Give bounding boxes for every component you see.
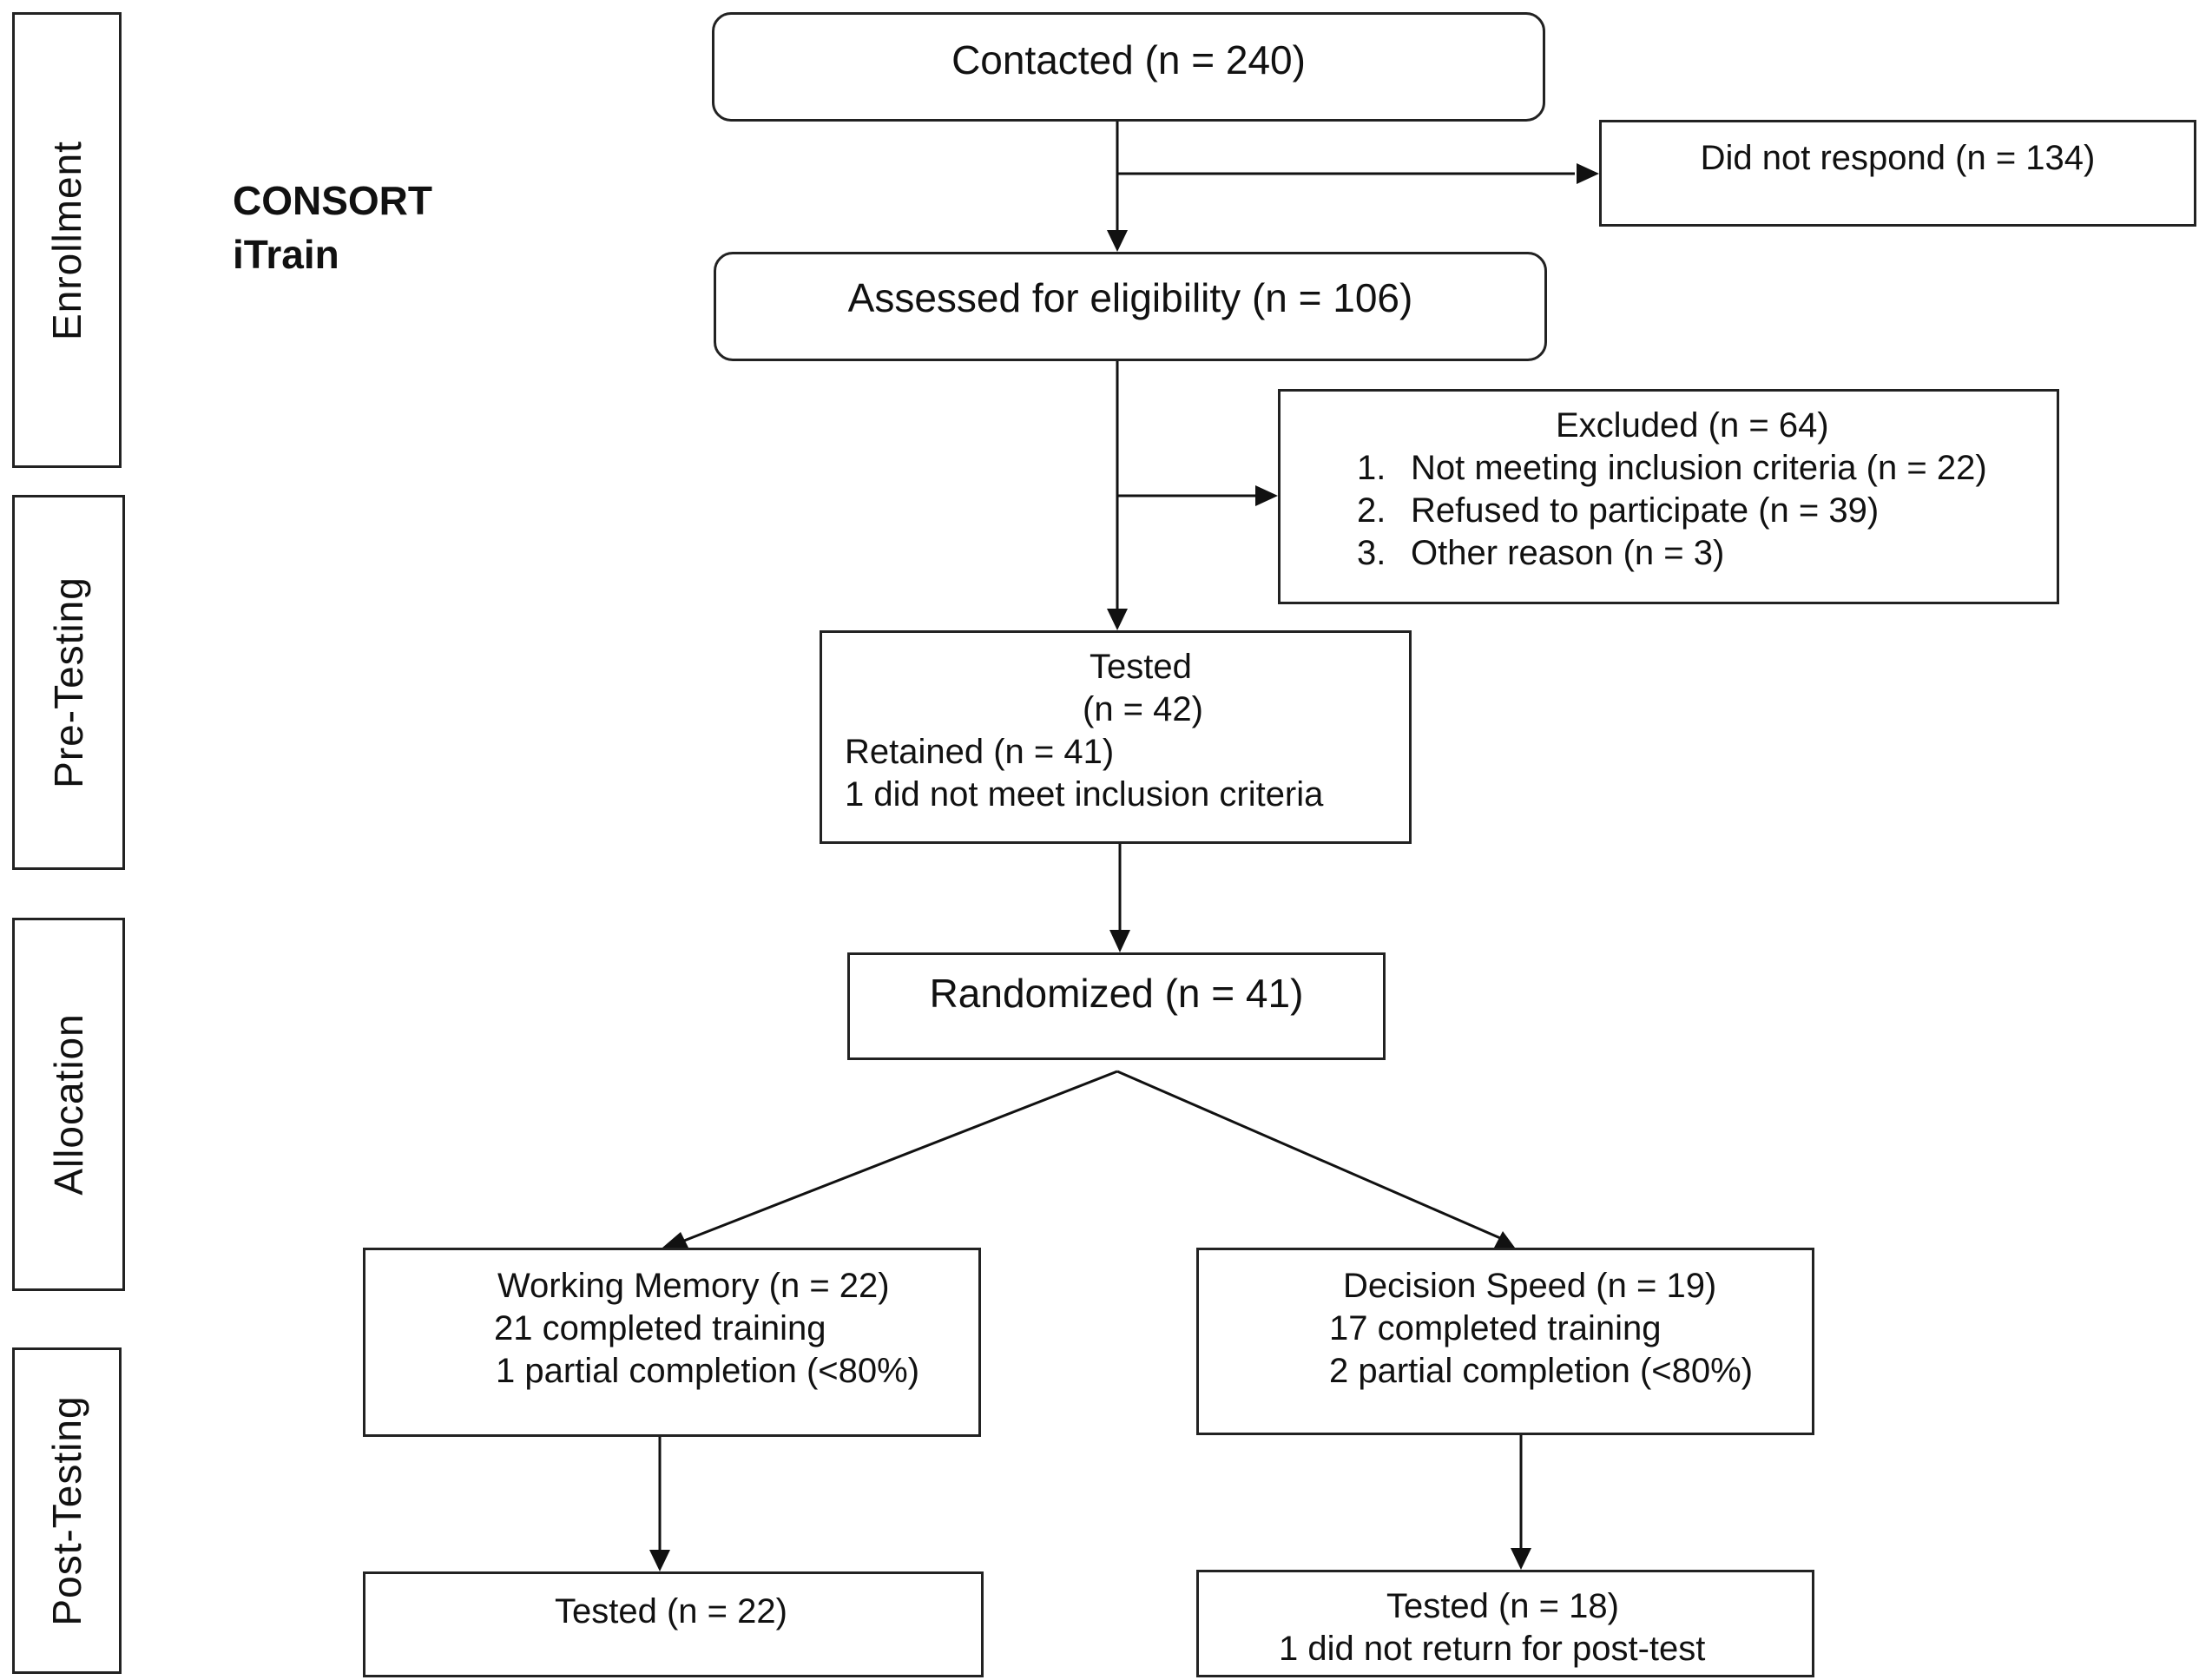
box-randomized: Randomized (n = 41) — [847, 952, 1386, 1060]
box-did-not-respond: Did not respond (n = 134) — [1599, 120, 2196, 227]
decision-speed-line1: Decision Speed (n = 19) — [1343, 1267, 1717, 1305]
arrowhead-tested-wm — [649, 1550, 670, 1571]
tested-ds-line1: Tested (n = 18) — [1386, 1587, 1619, 1625]
excluded-item-3-text: Other reason (n = 3) — [1411, 534, 1725, 572]
box-excluded: Excluded (n = 64) 1. Not meeting inclusi… — [1278, 389, 2059, 604]
connector-split-left — [683, 1070, 1118, 1242]
diagram-title-line2: iTrain — [233, 232, 339, 277]
box-working-memory: Working Memory (n = 22) 21 completed tra… — [363, 1248, 981, 1437]
stage-allocation: Allocation — [12, 918, 125, 1291]
stage-pretesting: Pre-Testing — [12, 495, 125, 870]
tested-pre-line4: 1 did not meet inclusion criteria — [845, 775, 1324, 814]
excluded-title: Excluded (n = 64) — [1556, 406, 1829, 445]
assessed-text: Assessed for eligibility (n = 106) — [847, 275, 1413, 320]
arrowhead-working-memory — [662, 1232, 688, 1248]
randomized-text: Randomized (n = 41) — [929, 971, 1304, 1016]
working-memory-line3: 1 partial completion (<80%) — [496, 1352, 920, 1390]
arrowhead-decision-speed — [1494, 1231, 1515, 1248]
box-tested-pre: Tested (n = 42) Retained (n = 41) 1 did … — [820, 630, 1412, 844]
excluded-item-2-num: 2. — [1357, 491, 1386, 530]
box-assessed: Assessed for eligibility (n = 106) — [714, 252, 1547, 361]
contacted-text: Contacted (n = 240) — [951, 37, 1306, 82]
diagram-title: CONSORT iTrain — [233, 174, 432, 281]
box-decision-speed: Decision Speed (n = 19) 17 completed tra… — [1196, 1248, 1814, 1435]
decision-speed-line3: 2 partial completion (<80%) — [1329, 1352, 1754, 1390]
stage-enrollment: Enrollment — [12, 12, 122, 468]
tested-pre-line2: (n = 42) — [1083, 690, 1203, 728]
arrowhead-did-not-respond — [1577, 163, 1599, 184]
stage-posttesting: Post-Testing — [12, 1347, 122, 1674]
box-tested-wm: Tested (n = 22) — [363, 1571, 984, 1677]
arrowhead-tested-ds — [1511, 1548, 1531, 1570]
tested-pre-line1: Tested — [1090, 648, 1192, 686]
excluded-item-1-num: 1. — [1357, 449, 1386, 487]
working-memory-line2: 21 completed training — [494, 1309, 826, 1347]
decision-speed-line2: 17 completed training — [1329, 1309, 1662, 1347]
excluded-item-1-text: Not meeting inclusion criteria (n = 22) — [1411, 449, 1987, 487]
box-contacted: Contacted (n = 240) — [712, 12, 1545, 122]
tested-wm-text: Tested (n = 22) — [555, 1592, 787, 1631]
tested-ds-line2: 1 did not return for post-test — [1279, 1630, 1706, 1668]
arrowhead-randomized — [1109, 930, 1130, 952]
arrowhead-excluded — [1255, 485, 1278, 506]
arrowhead-tested — [1107, 609, 1128, 630]
did-not-respond-text: Did not respond (n = 134) — [1700, 139, 2096, 177]
working-memory-line1: Working Memory (n = 22) — [497, 1267, 890, 1305]
arrowhead-assessed — [1107, 230, 1128, 252]
box-tested-ds: Tested (n = 18) 1 did not return for pos… — [1196, 1570, 1814, 1677]
excluded-item-3-num: 3. — [1357, 534, 1386, 572]
tested-pre-line3: Retained (n = 41) — [845, 733, 1115, 771]
connector-split-right — [1116, 1070, 1507, 1242]
excluded-item-2-text: Refused to participate (n = 39) — [1411, 491, 1880, 530]
diagram-title-line1: CONSORT — [233, 178, 432, 223]
